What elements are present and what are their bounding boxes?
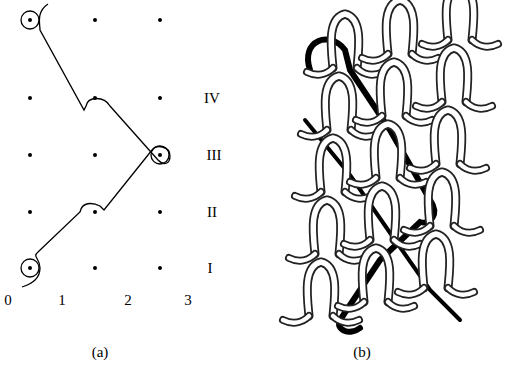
knit-loop (356, 62, 432, 123)
row-label: IV (204, 91, 220, 106)
row-label: II (207, 205, 217, 220)
knit-loop (398, 234, 474, 295)
knit-loop (404, 172, 480, 233)
knit-loop (295, 138, 371, 199)
knit-loop (289, 200, 365, 261)
column-number: 2 (124, 293, 132, 308)
knit-loop (422, 0, 498, 47)
knit-loop (410, 110, 486, 171)
knit-loop (350, 124, 426, 185)
knit-loop (283, 262, 359, 323)
knit-loop (301, 76, 377, 137)
subfigure-label: (b) (353, 345, 371, 360)
knit-loop (362, 0, 438, 61)
row-label: I (208, 261, 213, 276)
row-label: III (207, 148, 222, 163)
knit-loop (416, 48, 492, 109)
knit-loop (307, 14, 383, 75)
knit-loop (338, 248, 414, 309)
knit-loop (344, 186, 420, 247)
column-number: 1 (58, 293, 66, 308)
column-number: 3 (184, 293, 192, 308)
column-number: 0 (4, 293, 12, 308)
subfigure-label: (a) (92, 345, 109, 360)
